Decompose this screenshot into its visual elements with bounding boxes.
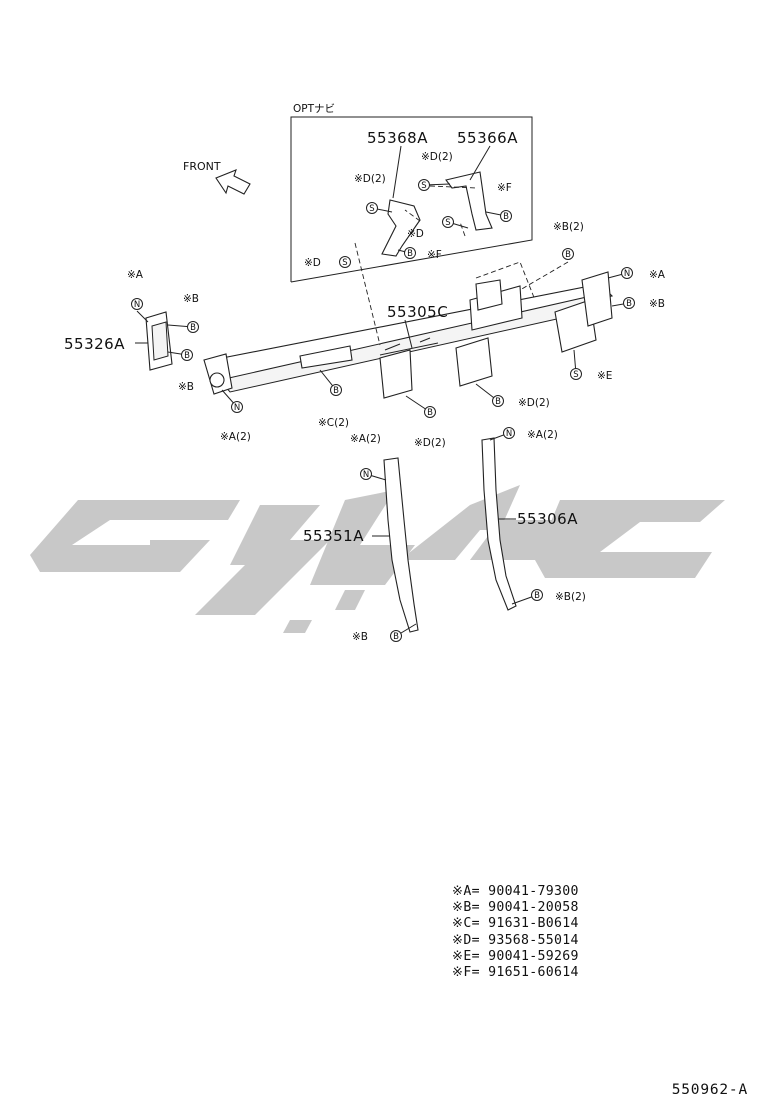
svg-text:S: S (369, 204, 374, 214)
callout-b: B (562, 248, 574, 260)
optional-navi-box: OPTナビ (290, 103, 533, 283)
callout-n: N (231, 401, 243, 413)
brace-55306a (481, 437, 517, 611)
svg-text:S: S (342, 258, 347, 268)
label-55306a: 55306A (517, 510, 578, 528)
label-55305c: 55305C (387, 303, 448, 321)
callout-s: S (570, 368, 582, 380)
opt-box-label: OPTナビ (293, 103, 335, 115)
legend-row: ※F= 91651-60614 (452, 965, 579, 981)
svg-text:N: N (234, 403, 240, 413)
svg-text:※D: ※D (304, 257, 321, 269)
label-55368a: 55368A (367, 129, 428, 147)
callout-labels: ※D(2) ※D(2) ※F ※D ※F ※D ※B(2) ※A ※B ※A ※… (127, 151, 666, 643)
svg-text:※B(2): ※B(2) (555, 591, 586, 603)
svg-text:※E: ※E (597, 370, 612, 382)
svg-text:※B(2): ※B(2) (553, 221, 584, 233)
callout-s: S (442, 216, 454, 228)
svg-text:※D: ※D (407, 228, 424, 240)
part-number-labels: 55368A 55366A 55305C 55326A 55351A 55306… (64, 129, 578, 545)
svg-text:S: S (573, 370, 578, 380)
instrument-panel-reinforcement-55305c (203, 271, 614, 399)
svg-text:※B: ※B (649, 298, 665, 310)
svg-text:B: B (626, 299, 632, 309)
svg-text:B: B (534, 591, 540, 601)
callout-b: B (181, 349, 193, 361)
svg-text:S: S (445, 218, 450, 228)
callout-n: N (503, 427, 515, 439)
bracket-55326a (145, 311, 173, 371)
svg-text:※B: ※B (178, 381, 194, 393)
legend-row: ※D= 93568-55014 (452, 932, 579, 948)
svg-text:B: B (333, 386, 339, 396)
watermark-logo (30, 485, 725, 633)
svg-text:※D(2): ※D(2) (354, 173, 386, 185)
svg-text:S: S (421, 181, 426, 191)
svg-text:B: B (190, 323, 196, 333)
svg-text:N: N (134, 300, 140, 310)
svg-text:N: N (624, 269, 630, 279)
callout-b: B (330, 384, 342, 396)
svg-text:※A(2): ※A(2) (527, 429, 558, 441)
svg-text:※A: ※A (649, 269, 666, 281)
callout-b: B (623, 297, 635, 309)
svg-text:※D(2): ※D(2) (518, 397, 550, 409)
label-55366a: 55366A (457, 129, 518, 147)
svg-text:N: N (363, 470, 369, 480)
front-arrow: FRONT (183, 160, 251, 195)
svg-text:B: B (503, 212, 509, 222)
dashed-leaders (354, 185, 569, 346)
svg-text:※A(2): ※A(2) (350, 433, 381, 445)
svg-text:※B: ※B (352, 631, 368, 643)
svg-text:B: B (565, 250, 571, 260)
callout-n: N (621, 267, 633, 279)
legend-row: ※B= 90041-20058 (452, 900, 579, 916)
svg-text:※D(2): ※D(2) (421, 151, 453, 163)
callout-s: S (339, 256, 351, 268)
svg-text:※A(2): ※A(2) (220, 431, 251, 443)
legend-row: ※A= 90041-79300 (452, 884, 579, 899)
legend-row: ※C= 91631-B0614 (452, 916, 579, 932)
figure-code: 550962-A (671, 1082, 748, 1098)
callout-b: B (531, 589, 543, 601)
label-55326a: 55326A (64, 335, 125, 353)
svg-text:B: B (495, 397, 501, 407)
fastener-legend: ※A= 90041-79300 ※B= 90041-20058 ※C= 9163… (452, 884, 579, 981)
svg-text:B: B (184, 351, 190, 361)
svg-text:B: B (427, 408, 433, 418)
callout-n: N (131, 298, 143, 310)
callout-s: S (366, 202, 378, 214)
callout-b: B (390, 630, 402, 642)
callout-b: B (492, 395, 504, 407)
svg-text:N: N (506, 429, 512, 439)
callout-b: B (500, 210, 512, 222)
svg-text:※C(2): ※C(2) (318, 417, 349, 429)
legend-row: ※E= 90041-59269 (452, 948, 579, 964)
callout-symbols: S S B S B S B N B N B B S B B N B N N B … (131, 179, 635, 642)
callout-b: B (404, 247, 416, 259)
callout-n: N (360, 468, 372, 480)
label-55351a: 55351A (303, 527, 364, 545)
brace-55351a (383, 457, 419, 633)
svg-text:※B: ※B (183, 293, 199, 305)
front-label: FRONT (183, 160, 221, 173)
svg-text:※F: ※F (427, 249, 442, 261)
callout-b: B (187, 321, 199, 333)
svg-text:※F: ※F (497, 182, 512, 194)
svg-text:※D(2): ※D(2) (414, 437, 446, 449)
svg-text:B: B (407, 249, 413, 259)
callout-b: B (424, 406, 436, 418)
callout-s: S (418, 179, 430, 191)
svg-text:B: B (393, 632, 399, 642)
svg-text:※A: ※A (127, 269, 144, 281)
